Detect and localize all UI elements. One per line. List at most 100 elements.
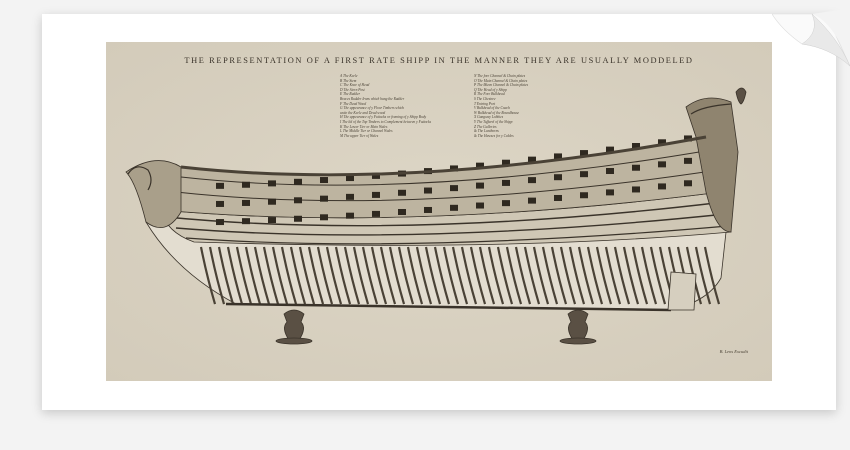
legend-entry: unite the Keele and Dead wood [340,110,386,115]
hull-frame-rib [316,246,334,305]
hull-frame-rib [604,246,622,305]
gun-port [320,214,328,221]
gun-port [684,135,692,142]
hull-frame-rib [568,246,586,305]
hull-frame-rib [694,246,712,305]
hull-frame-rib [703,246,721,305]
hull-frame-rib [361,246,379,305]
engraver-signature: B. Lens Excudit [719,349,748,354]
ship-drawing [125,87,747,345]
hull-frame-rib [388,246,406,305]
hull-frame-rib [523,246,541,305]
legend-entry: I The lid of the Top Timbers to Compleme… [340,119,431,124]
hull-frame-rib [298,246,316,305]
legend-entry: M The upper Tier of Wales [340,133,379,138]
legend-entry: N The fore Channel & Chain plates [474,74,526,78]
legend-entry: D The Stern Post [340,87,365,92]
hull-frame-rib [451,246,469,305]
hull-frame-rib [613,246,631,305]
gun-port [554,174,562,181]
legend-entry: W Bulkhead of the Roundhouse [474,110,520,115]
legend-entry: Q The Head of y Shipp [474,87,507,92]
gun-port [372,210,380,217]
legend-entry: K The Lower Tier or Main Wales [340,124,388,129]
hull-frame-rib [649,246,667,305]
gun-port [398,209,406,216]
gun-port [346,193,354,200]
hull-frame-rib [262,246,280,305]
hull-frame-rib [334,246,352,305]
hull-frame-rib [415,246,433,305]
hull-frame-rib [199,246,217,305]
legend-entry: A The Keele [340,74,358,78]
gun-port [528,197,536,204]
legend-entry: G The appearance of y Floor Timbers whic… [340,106,404,111]
legend-entry: & The Hawses for y Cables [474,133,514,138]
legend-entry: H The appearance of y Futtocks or framin… [340,115,427,120]
hull-frame-rib [478,246,496,305]
gun-port [606,146,614,153]
gun-port [606,168,614,175]
legend-entry: T Entring Port [474,101,496,106]
gun-port [580,192,588,199]
print-title: THE REPRESENTATION OF A FIRST RATE SHIPP… [184,56,694,65]
hull-frame-rib [460,246,478,305]
legend-entry: X Gangway Lobbies [474,115,504,120]
hull-frame-rib [397,246,415,305]
hull-frame-rib [559,246,577,305]
ship-stand-right [559,309,597,345]
hull-frame-rib [487,246,505,305]
hull-frame-rib [271,246,289,305]
hull-frame-rib [514,246,532,305]
hull-frame-rib [577,246,595,305]
hull-frame-rib [289,246,307,305]
legend-entry: S The Chestree [474,96,496,101]
gun-port [658,161,666,168]
gun-port [216,182,224,189]
gun-port [684,180,692,187]
gun-port [632,164,640,171]
legend-entry: L The Middle Tier or Channel Wales [340,129,393,134]
gun-port [450,165,458,172]
hull-frame-rib [622,246,640,305]
legend-entry: & The Lanthorns [474,129,499,134]
hull-frame-rib [469,246,487,305]
hull-frame-rib [406,246,424,305]
gun-port [476,182,484,189]
hull-frame-rib [217,246,235,305]
gun-port [554,153,562,160]
gun-port [424,206,432,213]
gun-port [242,181,250,188]
legend-entry: R The Fore Bulkhead [474,92,505,97]
hull-frame-rib [433,246,451,305]
legend-entry: Braces Rudder Irons which hang the Rudde… [340,96,405,101]
hull-frame-rib [505,246,523,305]
gun-port [580,171,588,178]
gun-port [372,191,380,198]
legend-entry: F The Dead Wood [340,101,367,106]
legend-entry: B The Stem [340,78,357,83]
gun-port [502,159,510,166]
gun-port [216,219,224,226]
page-curl [772,8,850,67]
gun-port [450,185,458,192]
gun-port [476,202,484,209]
gun-port [294,197,302,204]
hull-frame-rib [325,246,343,305]
ship-stand-left [275,309,313,345]
gun-port [346,212,354,219]
hull-frame-rib [307,246,325,305]
hull-frame-rib [208,246,226,305]
gun-port [268,198,276,205]
gun-port [606,189,614,196]
gun-port [320,195,328,202]
hull-frame-rib [631,246,649,305]
ship-engraving: THE REPRESENTATION OF A FIRST RATE SHIPP… [106,42,772,381]
gun-port [268,180,276,187]
stern-galleries [685,97,739,233]
legend-entry: O The Main Channel & Chain plates [474,78,528,83]
hull-frame-rib [253,246,271,305]
hull-frame-rib [235,246,253,305]
gun-port [346,175,354,182]
legend-entry: Y The Taffarel of the Shipp [474,119,513,124]
